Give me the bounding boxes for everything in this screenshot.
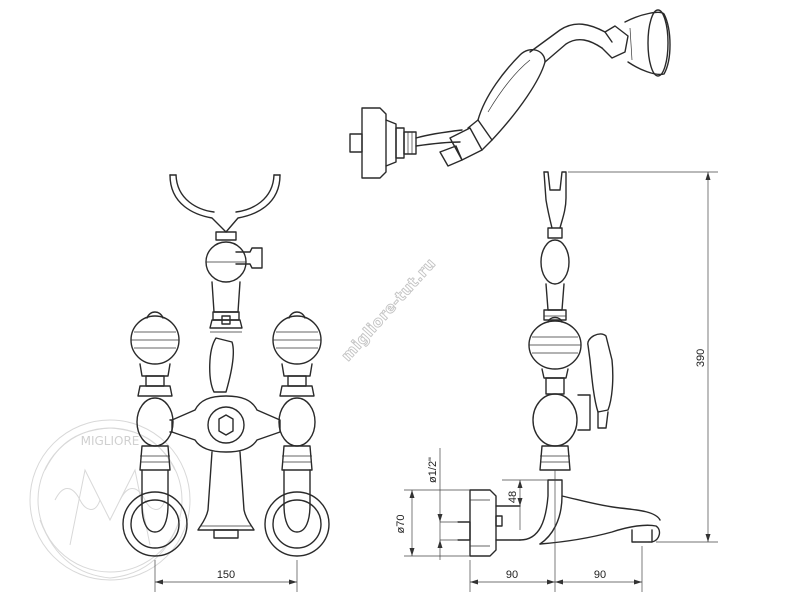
side-view bbox=[457, 171, 661, 557]
brand-watermark-text: MIGLIORE bbox=[81, 434, 140, 448]
dimension-label-48: 48 bbox=[507, 491, 519, 503]
dimension-height-side: 390 bbox=[568, 171, 718, 543]
dimension-label-150: 150 bbox=[217, 569, 235, 581]
dimension-projection: 90 90 bbox=[469, 470, 643, 592]
dimension-flange: ø70 bbox=[395, 489, 470, 557]
dimension-label-pipe: ø1/2" bbox=[427, 457, 439, 483]
front-view bbox=[122, 174, 330, 557]
dimension-label-90-body: 90 bbox=[506, 569, 518, 581]
hand-shower bbox=[349, 9, 671, 179]
dimension-spout-offset: 48 bbox=[502, 479, 548, 530]
dimension-label-390: 390 bbox=[695, 349, 707, 367]
dimension-width-front: 150 bbox=[154, 560, 298, 592]
dimension-label-90-spout: 90 bbox=[594, 569, 606, 581]
brand-watermark-seal: MIGLIORE bbox=[29, 419, 191, 581]
site-watermark: migliore-tut.ru bbox=[338, 254, 440, 364]
dimension-label-flange: ø70 bbox=[395, 515, 407, 534]
dimension-pipe-thread: ø1/2" bbox=[427, 448, 458, 560]
